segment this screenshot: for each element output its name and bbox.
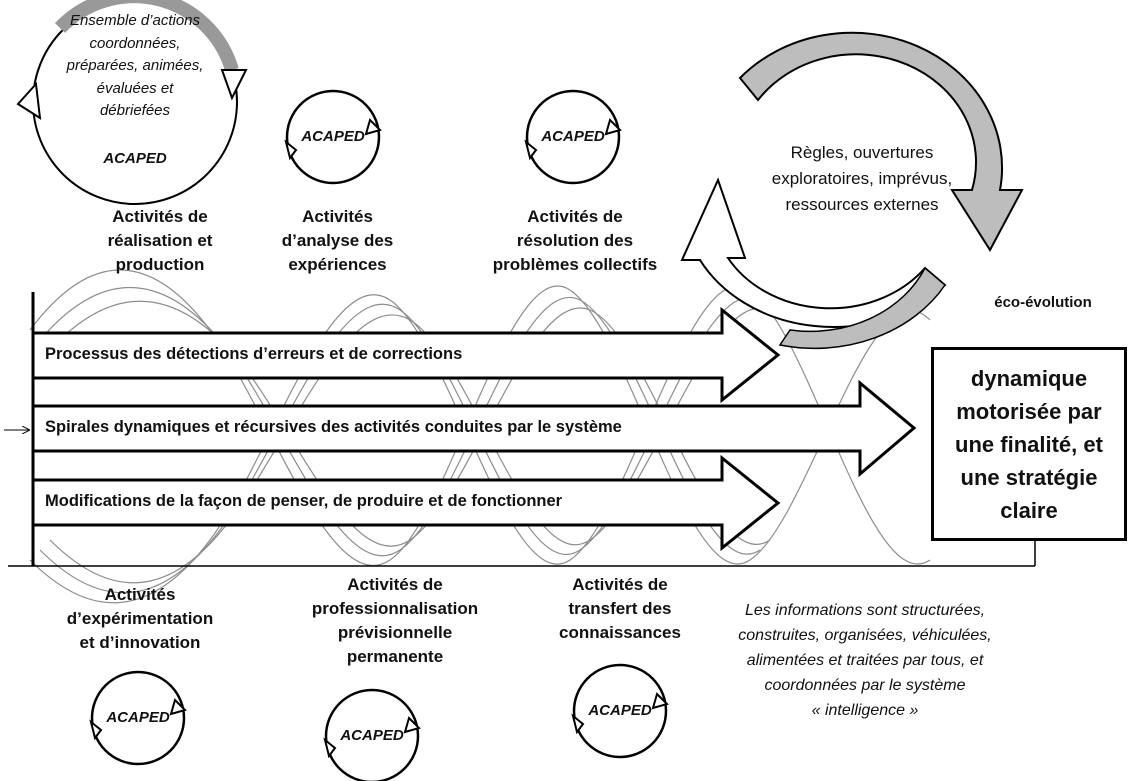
acaped-cycle-icon (284, 89, 382, 185)
eco-cycle-text: Règles, ouvertures exploratoires, imprév… (771, 143, 953, 214)
arrow-errors-label: Processus des détections d’erreurs et de… (45, 345, 463, 363)
acaped-cycle-icon (571, 663, 669, 759)
top-cycle-label: ACAPED (103, 150, 167, 167)
arrow-shape-modifications (31, 454, 781, 552)
activity-analyse-experiences: Activités d’analyse des expériences (281, 207, 394, 274)
arrow-shape-spirals (31, 379, 917, 478)
acaped-cycle-icon (323, 688, 421, 781)
activity-transfert-connaissances: Activités de transfert des connaissances (559, 575, 681, 642)
arrow-shape-errors (31, 306, 781, 404)
acaped-label: ACAPED (106, 709, 170, 726)
acaped-label: ACAPED (340, 727, 404, 744)
activity-professionnalisation: Activités de professionnalisation prévis… (311, 575, 479, 666)
result-box: dynamique motorisée par une finalité, et… (931, 347, 1127, 541)
activity-resolution-problemes: Activités de résolution des problèmes co… (492, 207, 658, 274)
information-note: Les informations sont structurées, const… (738, 602, 992, 719)
activity-experimentation-innovation: Activités d’expérimentation et d’innovat… (66, 585, 214, 652)
acaped-label: ACAPED (301, 128, 365, 145)
acaped-cycle-icon (524, 89, 622, 185)
eco-evolution-label: éco-évolution (994, 294, 1092, 311)
top-cycle-icon (16, 0, 248, 205)
eco-cycle-icon (680, 31, 1024, 350)
acaped-label: ACAPED (588, 702, 652, 719)
acaped-cycle-icon (89, 670, 187, 766)
acaped-label: ACAPED (541, 128, 605, 145)
activity-realisation-production: Activités de réalisation et production (107, 207, 213, 274)
top-cycle-description: Ensemble d’actions coordonnées, préparée… (66, 12, 204, 119)
arrow-modifications-label: Modifications de la façon de penser, de … (45, 492, 563, 510)
arrow-spirals-label: Spirales dynamiques et récursives des ac… (45, 418, 622, 436)
